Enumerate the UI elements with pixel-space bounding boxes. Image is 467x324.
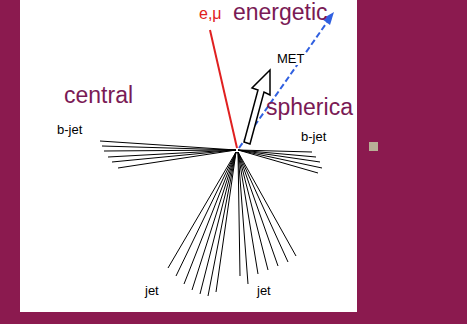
bjet-label: b-jet	[56, 123, 83, 136]
property-note: central	[64, 84, 133, 107]
slide-bullet	[369, 142, 378, 151]
met-label: MET	[276, 52, 305, 65]
bjet-label: b-jet	[300, 130, 327, 143]
lepton-label: e,μ	[198, 6, 223, 22]
property-note: energetic	[233, 1, 328, 24]
jet-label: jet	[256, 284, 272, 297]
property-note: spherica	[266, 96, 353, 119]
jet-label: jet	[144, 284, 160, 297]
